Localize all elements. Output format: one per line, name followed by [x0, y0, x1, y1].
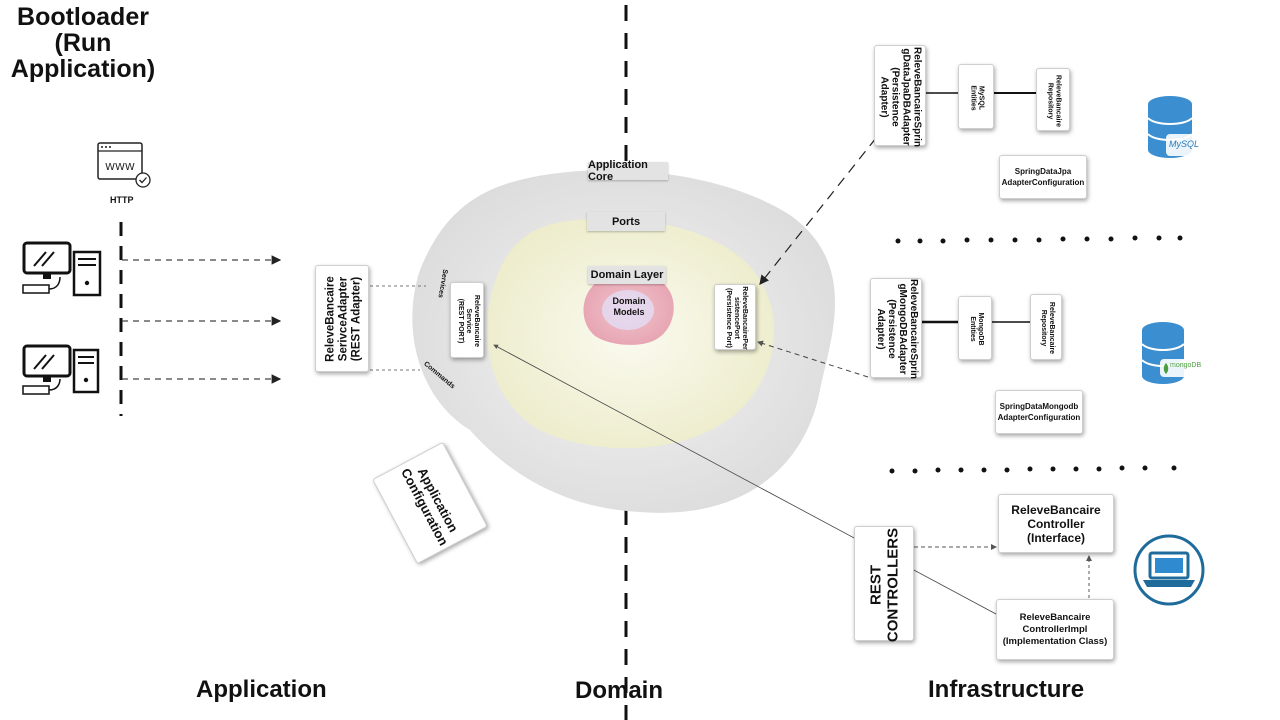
mysql-entities-label: MySQL Entities [969, 85, 985, 111]
service-port-box: ReleveBancaire Service (REST PORT) [450, 282, 484, 358]
persistence-port-label: ReleveBancairePer sistencePort (Persiste… [725, 286, 748, 350]
mongo-to-port-arrow [757, 340, 869, 378]
desktop-computer-icon [22, 344, 100, 395]
rest-adapter-box: ReleveBancaire SerivceAdapter (REST Adap… [315, 265, 369, 372]
separator-dots-1 [895, 235, 1183, 244]
domain-zone-label: Domain [575, 677, 664, 704]
http-label: HTTP [110, 195, 134, 205]
rest-adapter-label: ReleveBancaire SerivceAdapter (REST Adap… [324, 276, 362, 362]
www-browser-icon: WWW [97, 142, 151, 188]
infrastructure-zone-label: Infrastructure [928, 676, 1085, 703]
mongo-adapter-label: ReleveBancaireSprin gMongoDBAdapter (Per… [875, 278, 919, 380]
mysql-database-icon [1147, 96, 1208, 158]
mysql-adapter-label: ReleveBancaireSprin gDataJpaDBAdapter (P… [878, 46, 923, 148]
service-port-label: ReleveBancaire Service (REST PORT) [457, 294, 480, 348]
mysql-adapter-box: ReleveBancaireSprin gDataJpaDBAdapter (P… [874, 45, 926, 148]
ports-label: Ports [587, 212, 665, 231]
domain-layer-label: Domain Layer [588, 266, 666, 284]
mysql-entities-box: MySQL Entities [958, 64, 994, 129]
mongo-entities-box: MongoDB Entities [958, 296, 992, 360]
mysql-db-label: MySQL [1169, 139, 1200, 149]
desktop-computer-icon [22, 241, 102, 297]
mysql-repository-box: ReleveBancaire Repository [1036, 68, 1070, 131]
mongo-adapter-box: ReleveBancaireSprin gMongoDBAdapter (Per… [870, 278, 922, 380]
persistence-port-box: ReleveBancairePer sistencePort (Persiste… [714, 284, 756, 350]
laptop-icon [1133, 534, 1205, 606]
mongo-db-label: mongoDB [1170, 362, 1202, 369]
separator-dots-2 [889, 465, 1177, 474]
mongo-configuration-box: SpringDataMongodb AdapterConfiguration [995, 390, 1083, 434]
domain-models-center [602, 290, 654, 330]
controller-impl-box: ReleveBancaire ControllerImpl (Implement… [996, 599, 1114, 660]
mongodb-database-icon [1141, 322, 1202, 384]
mongo-repository-label: ReleveBancaire Repository [1040, 301, 1055, 355]
mysql-to-port-arrow [759, 137, 877, 285]
rest-controllers-box: REST CONTROLLERS [854, 526, 914, 643]
mongo-entities-label: MongoDB Entities [969, 312, 984, 346]
application-zone-label: Application [196, 676, 327, 703]
mongo-repository-box: ReleveBancaire Repository [1030, 294, 1062, 360]
svg-text:WWW: WWW [105, 162, 135, 173]
controller-interface-box: ReleveBancaire Controller (Interface) [998, 494, 1114, 553]
bootloader-title: Bootloader (Run Application) [10, 3, 156, 83]
mysql-configuration-box: SpringDataJpa AdapterConfiguration [999, 155, 1087, 199]
mysql-repository-label: ReleveBancaire Repository [1046, 74, 1062, 128]
application-core-label: Application Core [588, 159, 668, 183]
domain-models-label: Domain Models [612, 296, 646, 317]
rest-controllers-label: REST CONTROLLERS [867, 527, 902, 643]
